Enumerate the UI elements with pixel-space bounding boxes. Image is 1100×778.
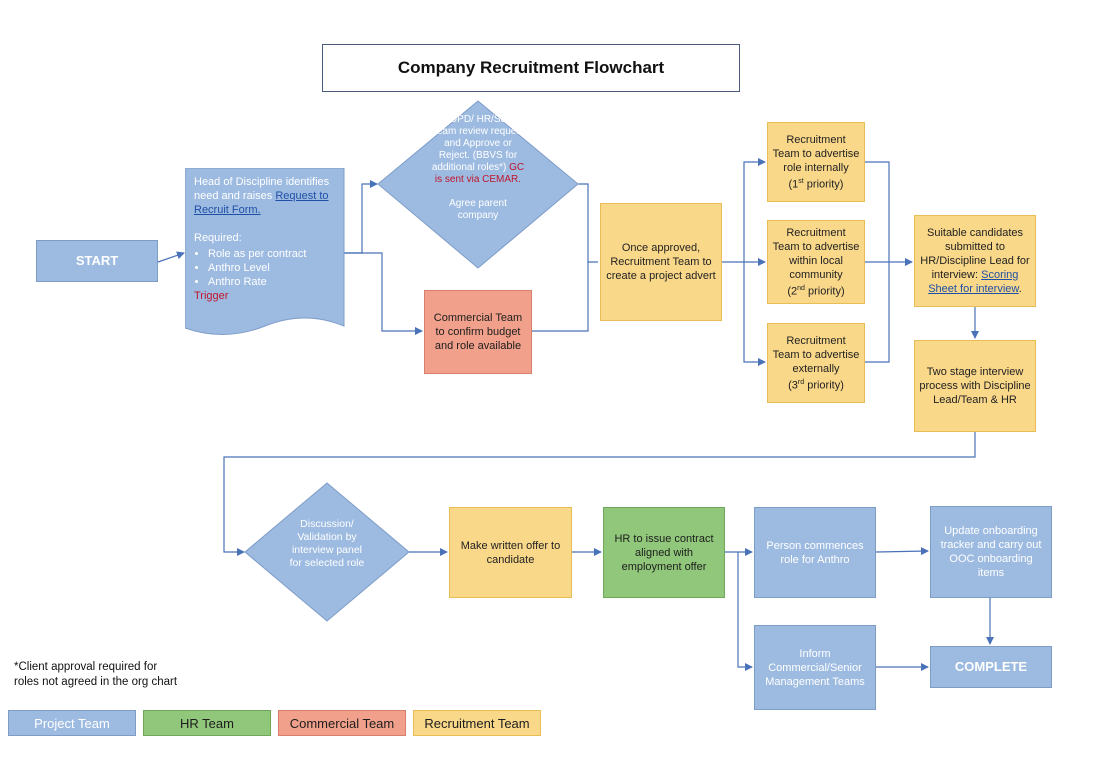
request-to-recruit-link[interactable]: Request to Recruit Form. — [194, 190, 329, 216]
arrow-request-to-review — [344, 180, 378, 254]
required-item: Role as per contract — [208, 247, 344, 261]
advert-external-priority: (3rd priority) — [788, 378, 844, 392]
request-document-text: Head of Discipline identifies need and r… — [194, 175, 344, 303]
arrow-review-to-approved — [578, 183, 598, 263]
written-offer-box: Make written offer to candidate — [449, 507, 572, 598]
agree-parent-text: Agree parent company — [449, 198, 507, 221]
required-item: Anthro Rate — [208, 275, 344, 289]
arrow-approved-to-external — [743, 262, 766, 366]
arrow-interview-to-discussion — [223, 432, 976, 556]
advert-external-text: Recruitment Team to advertise externally — [772, 334, 860, 375]
request-intro-text: Head of Discipline identifies need and r… — [194, 176, 330, 202]
arrow-start-to-request — [157, 251, 185, 263]
gc-cemar-text: GC is sent via CEMAR. — [434, 162, 525, 185]
request-document-shape — [185, 168, 345, 335]
review-diamond-text: PD/DPD/ HR/Senior Team review request an… — [430, 114, 526, 222]
footnote: *Client approval required for roles not … — [14, 661, 178, 688]
discussion-diamond-text: Discussion/ Validation by interview pane… — [289, 518, 365, 569]
arrow-contract-to-inform — [737, 552, 753, 671]
discussion-diamond-shape — [244, 482, 410, 622]
create-advert-box: Once approved, Recruitment Team to creat… — [600, 203, 722, 321]
review-diamond-shape — [377, 100, 579, 269]
start-node: START — [36, 240, 158, 282]
page-title: Company Recruitment Flowchart — [322, 44, 740, 92]
legend-project-team: Project Team — [8, 710, 136, 736]
arrow-internal-to-candidates — [865, 161, 890, 262]
advert-internal-text: Recruitment Team to advertise role inter… — [772, 133, 860, 174]
advert-internal-box: Recruitment Team to advertise role inter… — [767, 122, 865, 202]
advert-internal-priority: (1st priority) — [788, 177, 844, 191]
advert-external-box: Recruitment Team to advertise externally… — [767, 323, 865, 403]
arrow-external-to-candidates — [865, 262, 890, 363]
legend-commercial-team: Commercial Team — [278, 710, 406, 736]
advert-local-box: Recruitment Team to advertise within loc… — [767, 220, 865, 304]
issue-contract-box: HR to issue contract aligned with employ… — [603, 507, 725, 598]
advert-local-priority: (2nd priority) — [787, 284, 845, 298]
commence-role-box: Person commences role for Anthro — [754, 507, 876, 598]
arrow-commercial-to-approved — [532, 262, 589, 332]
inform-teams-box: Inform Commercial/Senior Management Team… — [754, 625, 876, 710]
trigger-label: Trigger — [194, 290, 229, 302]
commercial-confirm-box: Commercial Team to confirm budget and ro… — [424, 290, 532, 374]
required-label: Required: — [194, 232, 242, 244]
advert-local-text: Recruitment Team to advertise within loc… — [772, 226, 860, 281]
complete-node: COMPLETE — [930, 646, 1052, 688]
required-item: Anthro Level — [208, 261, 344, 275]
arrow-commence-to-onboarding — [875, 547, 929, 556]
candidates-text: Suitable candidates submitted to HR/Disc… — [920, 227, 1030, 281]
onboarding-box: Update onboarding tracker and carry out … — [930, 506, 1052, 598]
arrow-approved-to-internal — [743, 158, 766, 262]
interview-process-box: Two stage interview process with Discipl… — [914, 340, 1036, 432]
legend-recruitment-team: Recruitment Team — [413, 710, 541, 736]
candidates-box: Suitable candidates submitted to HR/Disc… — [914, 215, 1036, 307]
review-text: PD/DPD/ HR/Senior Team review request an… — [431, 114, 525, 173]
scoring-sheet-link[interactable]: Scoring Sheet for interview — [928, 269, 1019, 295]
legend-hr-team: HR Team — [143, 710, 271, 736]
arrow-request-to-commercial — [344, 252, 423, 335]
